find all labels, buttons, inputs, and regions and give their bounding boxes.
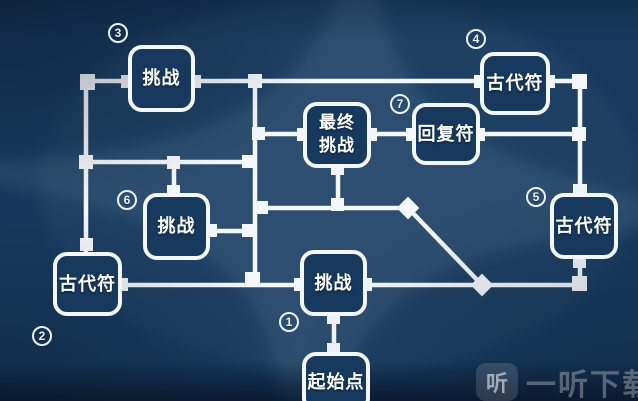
watermark-text: 一听下载 — [526, 369, 638, 401]
node-challenge-3: 挑战 — [128, 45, 195, 112]
node-label: 古代符 — [486, 73, 544, 94]
node-label: 起始点 — [307, 371, 365, 392]
watermark: 听 一听下载 — [476, 360, 638, 401]
badge-number-6: 6 — [117, 190, 137, 210]
badge-number-4: 4 — [466, 29, 486, 49]
yiting-app-icon: 听 — [476, 363, 518, 401]
node-ancient-rune-2: 古代符 — [53, 252, 122, 316]
badge-number-5: 5 — [526, 187, 546, 207]
node-label: 挑战 — [157, 216, 196, 237]
badge-number-2: 2 — [32, 326, 52, 346]
badge-number-3: 3 — [108, 23, 128, 43]
node-label: 古代符 — [59, 273, 116, 294]
node-label: 最终 挑战 — [319, 113, 355, 155]
node-challenge-1: 挑战 — [300, 250, 367, 316]
node-ancient-rune-4: 古代符 — [480, 52, 550, 115]
badge-number-1: 1 — [279, 312, 299, 332]
node-challenge-6: 挑战 — [143, 193, 210, 260]
node-label: 古代符 — [555, 215, 613, 236]
node-label: 回复符 — [417, 123, 475, 144]
node-final-challenge: 最终 挑战 — [303, 102, 371, 168]
badge-number-7: 7 — [390, 94, 410, 114]
node-label: 挑战 — [314, 272, 353, 293]
node-start-point: 起始点 — [302, 352, 370, 401]
node-recovery-rune-7: 回复符 — [412, 103, 480, 165]
node-label: 挑战 — [142, 68, 181, 89]
node-ancient-rune-5: 古代符 — [550, 193, 618, 259]
